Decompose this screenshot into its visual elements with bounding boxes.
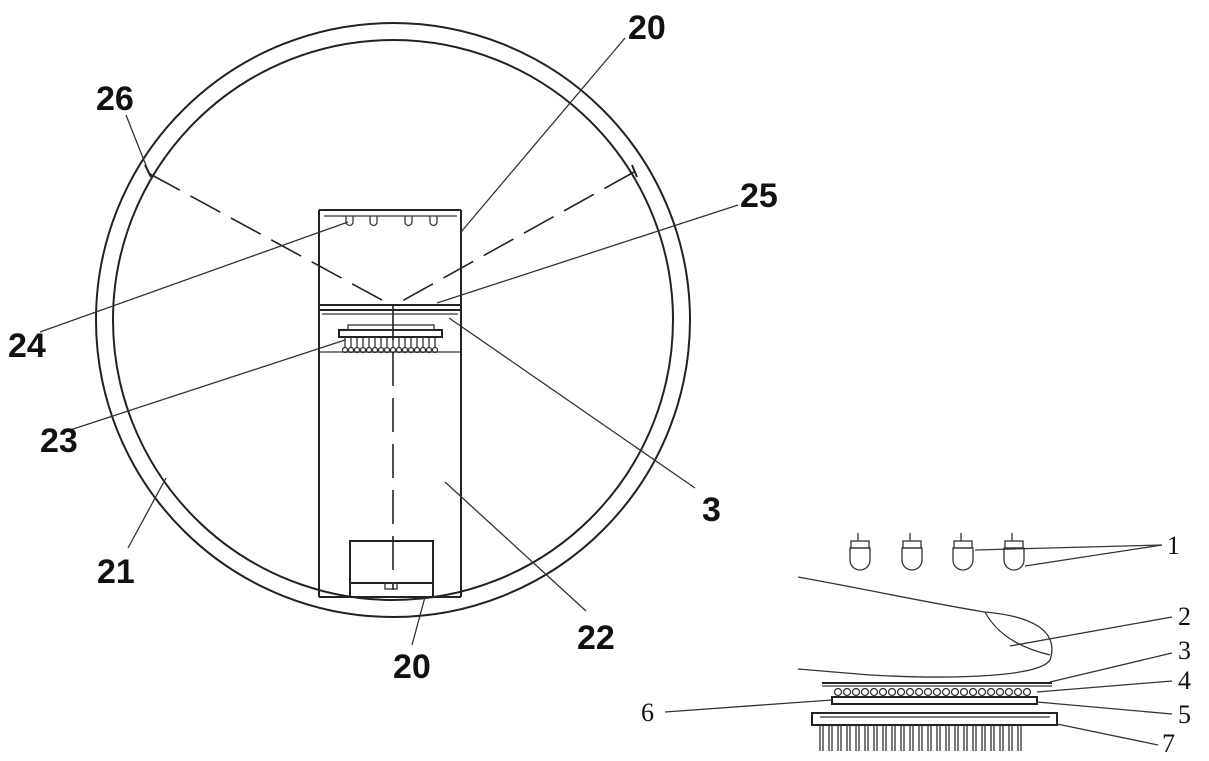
- sensor-bumps-4: [833, 687, 1032, 697]
- sensor-bump: [860, 687, 870, 697]
- finger-2: [797, 576, 1053, 678]
- sensor-bump: [905, 687, 915, 697]
- sensor-bump: [833, 687, 843, 697]
- sensor-pin-tip: [377, 346, 385, 354]
- sensor-bump: [1004, 687, 1014, 697]
- main-view: 20 26 25 24 23 3 21 22 20: [8, 9, 778, 686]
- label-26: 26: [96, 80, 134, 118]
- label-20-bottom: 20: [393, 648, 431, 686]
- label-22: 22: [577, 619, 615, 657]
- package-base-7: [811, 712, 1058, 726]
- fingernail: [984, 611, 1051, 656]
- sensor-pin-tip: [401, 346, 409, 354]
- label-25: 25: [740, 177, 778, 215]
- package-pins-7: [819, 725, 1022, 751]
- sensor-bump: [914, 687, 924, 697]
- sensor-pin-tip: [383, 346, 391, 354]
- sensor-pin-tip: [353, 346, 361, 354]
- mirror-mark-right: [631, 164, 638, 178]
- sensor-bump: [869, 687, 879, 697]
- leader-lines: [39, 37, 739, 646]
- label-6: 6: [641, 698, 654, 727]
- sensor-bump: [896, 687, 906, 697]
- label-5: 5: [1178, 700, 1191, 729]
- led-group-1: [849, 533, 1025, 571]
- central-channel: [318, 209, 462, 598]
- bottom-module-20: [349, 540, 434, 598]
- sensor-chip-23: [338, 324, 443, 354]
- cover-plate-25: [319, 304, 461, 315]
- label-3-main: 3: [702, 491, 721, 529]
- sensor-pin-tip: [431, 346, 439, 354]
- sensor-pin-tip: [413, 346, 421, 354]
- sensor-pin-tip: [371, 346, 379, 354]
- sensor-pin-tip: [407, 346, 415, 354]
- sensor-bump: [959, 687, 969, 697]
- outer-housing-ring: [95, 22, 691, 618]
- label-3-inset: 3: [1178, 636, 1191, 665]
- label-20-top: 20: [628, 9, 666, 47]
- inset-leader-lines: [664, 544, 1173, 746]
- sensor-pin-tip: [419, 346, 427, 354]
- sensor-bump: [968, 687, 978, 697]
- label-2: 2: [1178, 602, 1191, 631]
- sensor-bump: [923, 687, 933, 697]
- optical-paths: [149, 171, 635, 590]
- inner-housing-ring: [112, 39, 674, 601]
- sensor-pin-tip: [365, 346, 373, 354]
- sensor-pin-tip: [395, 346, 403, 354]
- led: [1003, 533, 1025, 571]
- sensor-substrate-5: [831, 696, 1038, 705]
- led: [849, 533, 871, 571]
- led: [901, 533, 923, 571]
- sensor-bump: [950, 687, 960, 697]
- inset-view: 1 2 3 4 5 6 7: [641, 531, 1191, 758]
- sensor-bump: [941, 687, 951, 697]
- sensor-pin-tip: [347, 346, 355, 354]
- sensor-bump: [851, 687, 861, 697]
- sensor-bump: [878, 687, 888, 697]
- sensor-bump: [1022, 687, 1032, 697]
- label-24: 24: [8, 327, 46, 365]
- sensor-bump: [995, 687, 1005, 697]
- sensor-bump: [977, 687, 987, 697]
- led-row-24: [345, 216, 438, 227]
- sensor-bump: [1013, 687, 1023, 697]
- label-21: 21: [97, 553, 135, 591]
- sensor-pin-tip: [425, 346, 433, 354]
- sensor-bump: [842, 687, 852, 697]
- label-4: 4: [1178, 666, 1191, 695]
- led: [952, 533, 974, 571]
- sensor-bump: [986, 687, 996, 697]
- sensor-bump: [932, 687, 942, 697]
- sensor-chip-pins: [341, 337, 439, 354]
- label-1: 1: [1167, 531, 1180, 560]
- sensor-bump: [887, 687, 897, 697]
- sensor-pin-tip: [359, 346, 367, 354]
- label-23: 23: [40, 422, 78, 460]
- sensor-pin-tip: [341, 346, 349, 354]
- label-7: 7: [1162, 729, 1175, 758]
